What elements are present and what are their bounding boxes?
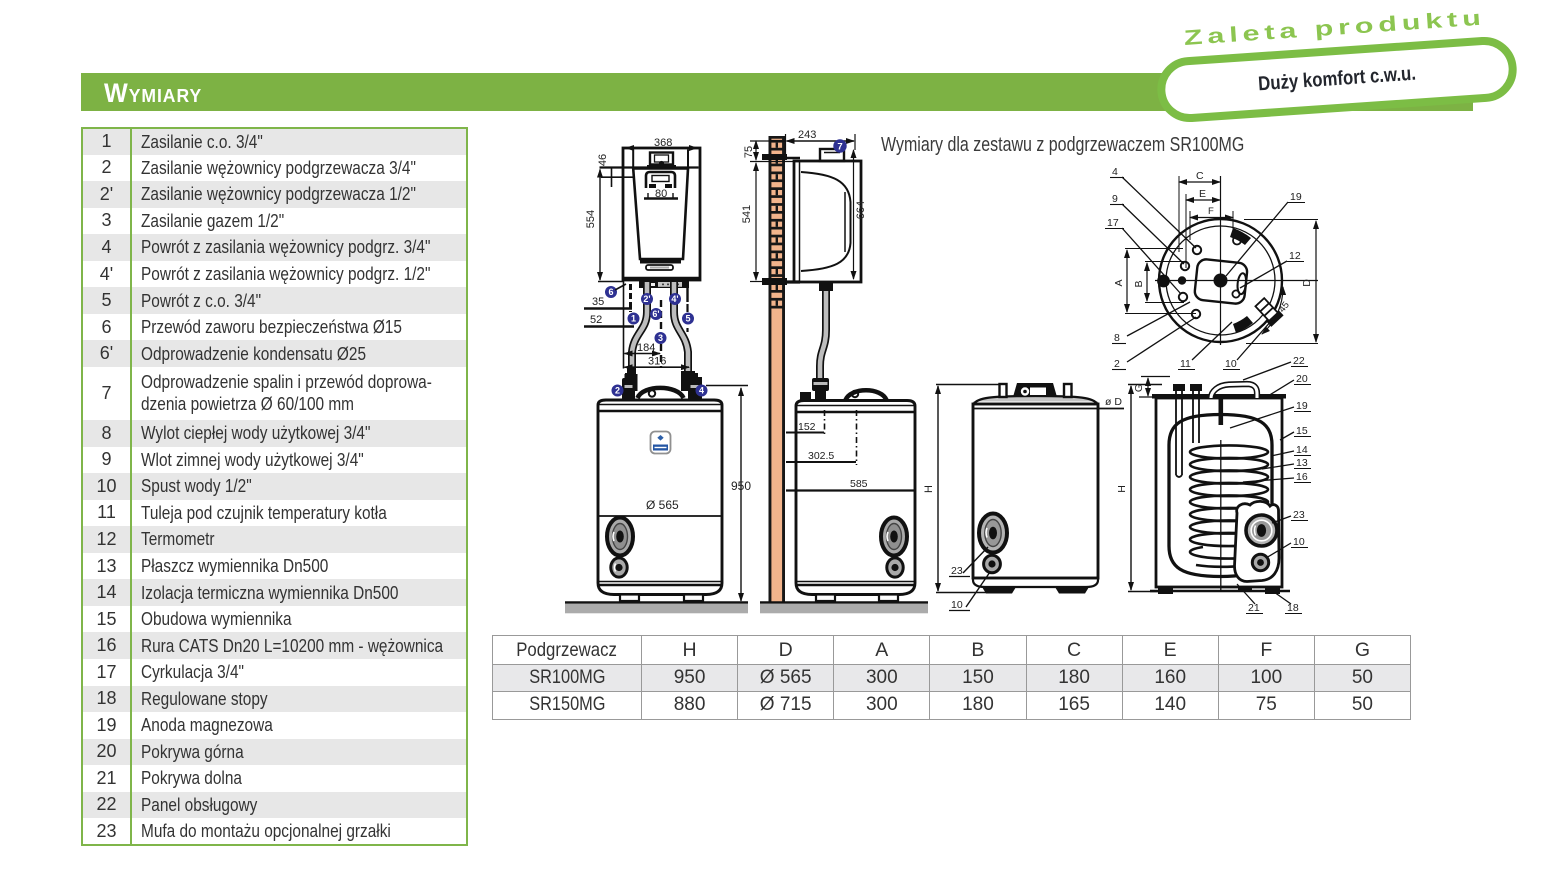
svg-text:152: 152 — [798, 421, 816, 433]
svg-text:16: 16 — [1296, 471, 1308, 483]
svg-text:5: 5 — [685, 314, 690, 324]
svg-text:14: 14 — [1296, 444, 1308, 456]
svg-text:75: 75 — [743, 146, 755, 158]
svg-text:B: B — [1133, 280, 1145, 287]
svg-text:H: H — [1116, 485, 1128, 493]
svg-text:184: 184 — [637, 342, 655, 354]
svg-text:554: 554 — [585, 210, 597, 228]
svg-text:4': 4' — [671, 294, 678, 304]
svg-text:4: 4 — [1112, 166, 1118, 178]
svg-text:10: 10 — [1225, 358, 1237, 370]
svg-text:316: 316 — [648, 356, 666, 368]
svg-text:664: 664 — [855, 201, 867, 219]
svg-text:35: 35 — [592, 296, 604, 308]
svg-text:12: 12 — [1289, 250, 1301, 262]
svg-text:4: 4 — [699, 386, 704, 396]
svg-text:ø D: ø D — [1105, 396, 1122, 408]
svg-text:2: 2 — [1114, 358, 1120, 370]
svg-text:C: C — [1196, 170, 1204, 182]
svg-text:10: 10 — [1293, 536, 1305, 548]
svg-text:950: 950 — [731, 479, 751, 493]
svg-text:585: 585 — [850, 478, 868, 490]
svg-text:80: 80 — [655, 188, 667, 200]
svg-text:7: 7 — [837, 142, 842, 153]
svg-text:6': 6' — [652, 309, 659, 319]
svg-text:19: 19 — [1296, 400, 1308, 412]
svg-text:20: 20 — [1296, 373, 1308, 385]
svg-text:21: 21 — [1248, 602, 1260, 614]
svg-text:46: 46 — [597, 154, 609, 166]
svg-text:10: 10 — [951, 599, 963, 611]
svg-text:3: 3 — [658, 333, 663, 343]
svg-text:17: 17 — [1107, 217, 1119, 229]
svg-text:11: 11 — [1180, 358, 1191, 370]
svg-text:Ø 565: Ø 565 — [646, 498, 679, 512]
svg-text:19: 19 — [1290, 191, 1302, 203]
svg-text:243: 243 — [798, 129, 816, 141]
svg-text:15: 15 — [1296, 425, 1308, 437]
svg-text:23: 23 — [951, 565, 963, 577]
svg-text:1: 1 — [631, 314, 636, 324]
svg-text:2: 2 — [615, 386, 620, 396]
svg-text:13: 13 — [1296, 457, 1308, 469]
svg-text:D: D — [1301, 279, 1313, 287]
svg-text:9: 9 — [1112, 193, 1118, 205]
svg-text:E: E — [1199, 188, 1206, 200]
svg-text:18: 18 — [1287, 602, 1299, 614]
svg-text:6: 6 — [608, 287, 613, 297]
svg-text:2': 2' — [643, 294, 650, 304]
svg-text:8: 8 — [1114, 332, 1120, 344]
svg-text:H: H — [923, 485, 935, 493]
svg-text:541: 541 — [741, 205, 753, 223]
svg-text:23: 23 — [1293, 509, 1305, 521]
svg-text:368: 368 — [654, 137, 672, 149]
svg-text:G: G — [1133, 384, 1145, 392]
svg-text:22: 22 — [1293, 355, 1305, 367]
svg-text:A: A — [1113, 279, 1125, 286]
svg-text:52: 52 — [590, 314, 602, 326]
svg-text:302.5: 302.5 — [808, 450, 834, 462]
svg-text:F: F — [1208, 206, 1214, 217]
